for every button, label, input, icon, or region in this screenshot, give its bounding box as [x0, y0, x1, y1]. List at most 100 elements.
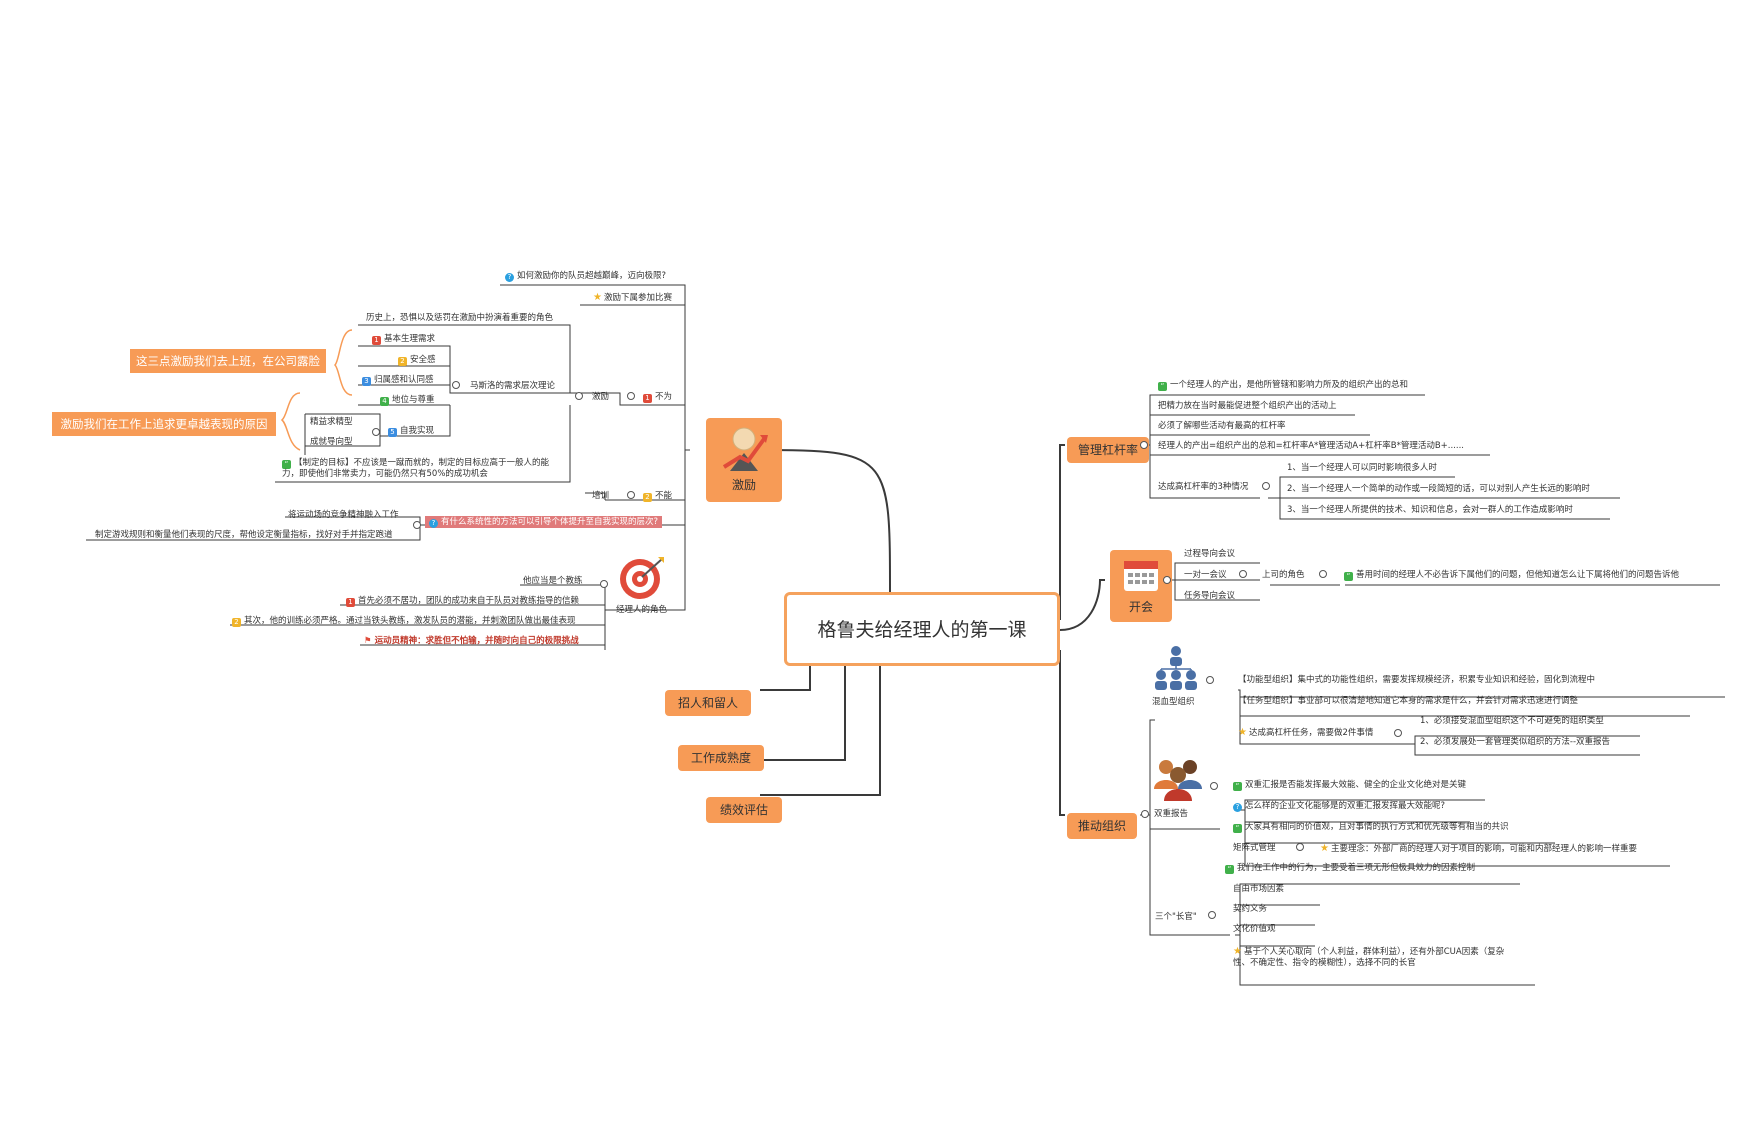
hx-item-1[interactable]: 【功能型组织】集中式的功能性组织，需要发挥规模经济，积累专业知识和经验，固化到流… — [1238, 675, 1596, 685]
zg-item-1[interactable]: 自由市场因素 — [1233, 884, 1285, 894]
topic-guanli[interactable]: 管理杠杆率 — [1067, 437, 1149, 463]
target-dart-icon — [620, 557, 664, 599]
hx-item-3b[interactable]: 2、必须发展处一套管理类似组织的方法--双重报告 — [1420, 737, 1611, 747]
gl-item-3[interactable]: 必须了解哪些活动有最高的杠杆率 — [1158, 421, 1286, 431]
note-sanjdian[interactable]: 这三点激励我们去上班，在公司露脸 — [130, 349, 326, 373]
collapse-toggle[interactable] — [1394, 729, 1402, 737]
collapse-toggle[interactable] — [1206, 676, 1214, 684]
collapse-toggle[interactable] — [1163, 576, 1171, 584]
gl-item-1[interactable]: “一个经理人的产出，是他所管辖和影响力所及的组织产出的总和 — [1158, 380, 1408, 391]
question-xitong[interactable]: ?有什么系统性的方法可以引导个体提升至自我实现的层次? — [425, 516, 663, 528]
sc-item-2[interactable]: ?怎么样的企业文化能够是的双重汇报发挥最大效能呢? — [1233, 801, 1445, 812]
star-icon: ★ — [593, 292, 602, 303]
item-jiaolian[interactable]: 他应当是个教练 — [523, 576, 583, 586]
zg-item-2[interactable]: 契约义务 — [1233, 904, 1268, 914]
topic-zhaopin[interactable]: 招人和留人 — [665, 690, 751, 716]
number-5-icon: 5 — [388, 428, 397, 437]
collapse-toggle[interactable] — [627, 491, 635, 499]
collapse-toggle[interactable] — [1208, 911, 1216, 919]
sc-item-3[interactable]: “大家具有相同的价值观，且对事情的执行方式和优先级等有相当的共识 — [1233, 822, 1509, 833]
topic-tuidong[interactable]: 推动组织 — [1067, 813, 1137, 839]
collapse-toggle[interactable] — [452, 381, 460, 389]
quote-icon: “ — [1233, 782, 1242, 791]
question-icon: ? — [429, 519, 438, 528]
quote-icon: “ — [1233, 824, 1242, 833]
number-2-icon: 2 — [398, 357, 407, 366]
branch-jili[interactable]: 激励 — [592, 392, 610, 402]
item-bisai[interactable]: ★激励下属参加比赛 — [593, 292, 672, 303]
topic-gongzuo[interactable]: 工作成熟度 — [678, 745, 764, 771]
gl-item-5b[interactable]: 2、当一个经理人一个简单的动作或一段简短的话，可以对别人产生长远的影响时 — [1287, 484, 1590, 494]
topic-jixiao[interactable]: 绩效评估 — [706, 797, 782, 823]
item-jiang[interactable]: 将运动场的竞争精神融入工作 — [288, 510, 399, 520]
root-topic[interactable]: 格鲁夫给经理人的第一课 — [784, 592, 1060, 666]
collapse-toggle[interactable] — [627, 392, 635, 400]
question-icon: ? — [505, 273, 514, 282]
hx-label[interactable]: 混血型组织 — [1152, 697, 1195, 707]
gl-item-4[interactable]: 经理人的产出=组织产出的总和=杠杆率A*管理活动A+杠杆率B*管理活动B+...… — [1158, 441, 1464, 451]
collapse-toggle[interactable] — [1262, 482, 1270, 490]
role-manager[interactable]: 经理人的角色 — [616, 605, 668, 615]
sc-label[interactable]: 双重报告 — [1154, 809, 1189, 819]
gl-item-5a[interactable]: 1、当一个经理人可以同时影响很多人时 — [1287, 463, 1437, 473]
collapse-toggle[interactable] — [1140, 441, 1148, 449]
zg-item-4[interactable]: ★基于个人关心取向（个人利益，群体利益），还有外部CUA因素（复杂性、不确定性、… — [1233, 946, 1505, 968]
number-1-icon: 1 — [372, 336, 381, 345]
branch-peixun[interactable]: 培训 — [592, 491, 610, 501]
type-jingyi[interactable]: 精益求精型 — [310, 417, 353, 427]
collapse-toggle[interactable] — [1141, 810, 1149, 818]
kh-item-2[interactable]: 一对一会议 — [1184, 570, 1227, 580]
theory-maslow[interactable]: 马斯洛的需求层次理论 — [470, 381, 556, 391]
topic-kaihui-label: 开会 — [1128, 600, 1153, 614]
zg-label[interactable]: 三个"长官" — [1155, 912, 1197, 922]
hx-item-3[interactable]: ★达成高杠杆任务，需要做2件事情 — [1238, 727, 1374, 738]
item-lishi[interactable]: 历史上，恐惧以及惩罚在激励中扮演着重要的角色 — [366, 313, 554, 323]
jz-item-1[interactable]: ★主要理念：外部厂商的经理人对于项目的影响，可能和内部经理人的影响一样重要 — [1320, 843, 1637, 854]
number-4-icon: 4 — [380, 397, 389, 406]
type-chengjiu[interactable]: 成就导向型 — [310, 437, 353, 447]
note-jili-reason[interactable]: 激励我们在工作上追求更卓越表现的原因 — [52, 412, 276, 436]
quote-icon: “ — [1158, 382, 1167, 391]
question-highlight: ?有什么系统性的方法可以引导个体提升至自我实现的层次? — [425, 516, 663, 528]
kh-item-2a[interactable]: 上司的角色 — [1262, 570, 1305, 580]
collapse-toggle[interactable] — [1210, 782, 1218, 790]
quote-icon: “ — [282, 460, 291, 469]
question-chaoyue[interactable]: ?如何激励你的队员超越巅峰，迈向极限? — [505, 271, 666, 282]
zg-item-3[interactable]: 文化价值观 — [1233, 924, 1276, 934]
gl-item-5[interactable]: 达成高杠杆率的3种情况 — [1158, 482, 1249, 492]
item-zhiding[interactable]: 制定游戏规则和衡量他们表现的尺度，帮他设定衡量指标，找好对手并指定跑道 — [95, 530, 393, 540]
quote-icon: “ — [1225, 865, 1234, 874]
sc-item-1[interactable]: “双重汇报是否能发挥最大效能、健全的企业文化绝对是关键 — [1233, 780, 1466, 791]
collapse-toggle[interactable] — [1296, 843, 1304, 851]
gl-item-2[interactable]: 把精力放在当时最能促进整个组织产出的活动上 — [1158, 401, 1337, 411]
number-1-icon: 1 — [643, 394, 652, 403]
topic-jili[interactable]: 激励 — [706, 418, 782, 502]
people-group-icon — [1154, 760, 1202, 801]
kh-item-3[interactable]: 任务导向会议 — [1184, 591, 1236, 601]
hx-item-3a[interactable]: 1、必须接受混血型组织这个不可避免的组织类型 — [1420, 716, 1604, 726]
collapse-toggle[interactable] — [413, 521, 421, 529]
collapse-toggle[interactable] — [1239, 570, 1247, 578]
jz-label[interactable]: 矩阵式管理 — [1233, 843, 1276, 853]
item-mubiao[interactable]: “【制定的目标】不应该是一蹴而就的，制定的目标应高于一般人的能力，即使他们非常卖… — [282, 458, 550, 479]
kh-item-1[interactable]: 过程导向会议 — [1184, 549, 1236, 559]
hx-item-2[interactable]: 【任务型组织】事业部可以很清楚地知道它本身的需求是什么，并会针对需求迅速进行调整 — [1238, 696, 1579, 706]
collapse-toggle[interactable] — [1319, 570, 1327, 578]
collapse-toggle[interactable] — [372, 428, 380, 436]
collapse-toggle[interactable] — [575, 392, 583, 400]
gl-item-5c[interactable]: 3、当一个经理人所提供的技术、知识和信息，会对一群人的工作造成影响时 — [1287, 505, 1573, 515]
collapse-toggle[interactable] — [600, 580, 608, 588]
kh-item-2b[interactable]: “善用时间的经理人不必告诉下属他们的问题，但他知道怎么让下属将他们的问题告诉他 — [1344, 570, 1679, 581]
zg-item-0[interactable]: “我们在工作中的行为，主要受着三项无形但极具效力的因素控制 — [1225, 863, 1475, 874]
topic-kaihui[interactable]: 开会 — [1110, 550, 1172, 622]
item-yundong[interactable]: ⚑ 运动员精神：求胜但不怕输，并随时向自己的极限挑战 — [364, 636, 579, 646]
